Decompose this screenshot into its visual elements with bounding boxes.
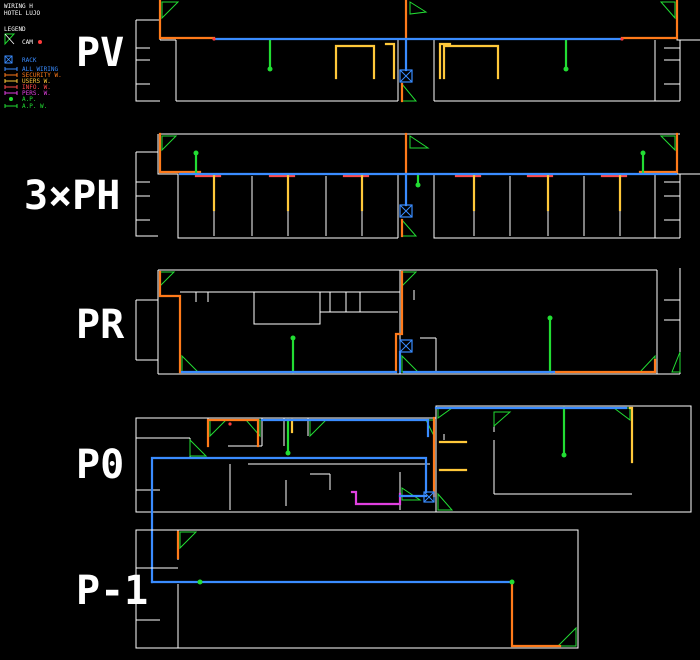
access-point-icon (193, 150, 199, 156)
camera-icon (620, 37, 624, 41)
camera-icon (409, 135, 430, 149)
rack-icon (399, 69, 413, 83)
camera-icon (159, 271, 176, 288)
camera-icon (659, 135, 676, 152)
camera-icon (401, 354, 420, 373)
legend-rack-icon (4, 55, 13, 64)
floor-plan-pv (135, 0, 700, 103)
legend-label-ap: A.P. (22, 96, 36, 103)
floor-plan-p0 (135, 405, 692, 584)
camera-icon (638, 354, 656, 373)
camera-icon (212, 37, 216, 41)
rack-icon (423, 491, 435, 503)
floor-plan-pr (135, 268, 681, 375)
legend-label-info: INFO. W. (22, 84, 51, 91)
access-point-icon (415, 182, 421, 188)
camera-icon (401, 218, 418, 237)
camera-icon (612, 407, 631, 421)
camera-icon (671, 351, 681, 373)
camera-icon (228, 422, 232, 426)
camera-icon (161, 135, 178, 152)
access-point-icon (267, 66, 273, 72)
floor-plan-ph (135, 132, 700, 239)
legend-label-ap-wiring: A.P. W. (22, 103, 47, 110)
camera-icon (189, 438, 208, 457)
rack-icon (399, 204, 413, 218)
camera-icon (401, 487, 422, 501)
rack-icon (399, 339, 413, 353)
legend-wire-users (4, 79, 18, 83)
camera-icon (181, 354, 200, 373)
legend-label-cam: CAM (22, 39, 33, 46)
access-point-icon (509, 579, 515, 585)
camera-icon (401, 271, 418, 288)
legend-wire-security (4, 73, 18, 77)
legend-camera-icon (4, 33, 16, 46)
camera-icon (556, 626, 577, 647)
legend-wire-personal (4, 91, 18, 95)
camera-icon (437, 407, 454, 419)
legend-access-point-icon (9, 97, 13, 101)
floor-plan-pm1 (135, 529, 579, 649)
camera-icon (401, 82, 418, 102)
camera-icon (179, 531, 198, 550)
legend-label-all-wiring: ALL WIRING (22, 66, 59, 73)
floor-label-pr: PR (76, 302, 125, 348)
legend: CAM RACK ALL WIRING SECURITY W. USERS W. (4, 33, 62, 110)
access-point-icon (290, 335, 296, 341)
access-point-icon (640, 150, 646, 156)
legend-label-personal: PERS. W. (22, 90, 51, 97)
legend-label-users: USERS W. (22, 78, 51, 85)
legend-label-rack: RACK (22, 57, 37, 64)
floor-label-ph: 3×PH (24, 173, 120, 219)
header-line-1: WIRING H (4, 3, 33, 10)
camera-icon (493, 411, 512, 428)
legend-wire-ap (4, 104, 18, 108)
access-point-icon (285, 450, 291, 456)
access-point-icon (561, 452, 567, 458)
cam-dot-icon (38, 40, 42, 44)
camera-icon (309, 419, 328, 438)
floor-label-pm1: P-1 (76, 568, 148, 614)
floor-label-pv: PV (76, 30, 124, 76)
access-point-icon (547, 315, 553, 321)
camera-icon (409, 1, 428, 15)
header-line-2: HOTEL LUJO (4, 10, 41, 17)
access-point-icon (197, 579, 203, 585)
legend-wire-info (4, 85, 18, 89)
legend-label-security: SECURITY W. (22, 72, 62, 79)
camera-icon (161, 1, 180, 20)
camera-icon (437, 492, 454, 511)
legend-wire-all (4, 67, 18, 71)
camera-icon (209, 419, 228, 438)
legend-title: LEGEND (4, 26, 26, 33)
floor-label-p0: P0 (76, 442, 124, 488)
camera-icon (659, 1, 676, 20)
access-point-icon (563, 66, 569, 72)
